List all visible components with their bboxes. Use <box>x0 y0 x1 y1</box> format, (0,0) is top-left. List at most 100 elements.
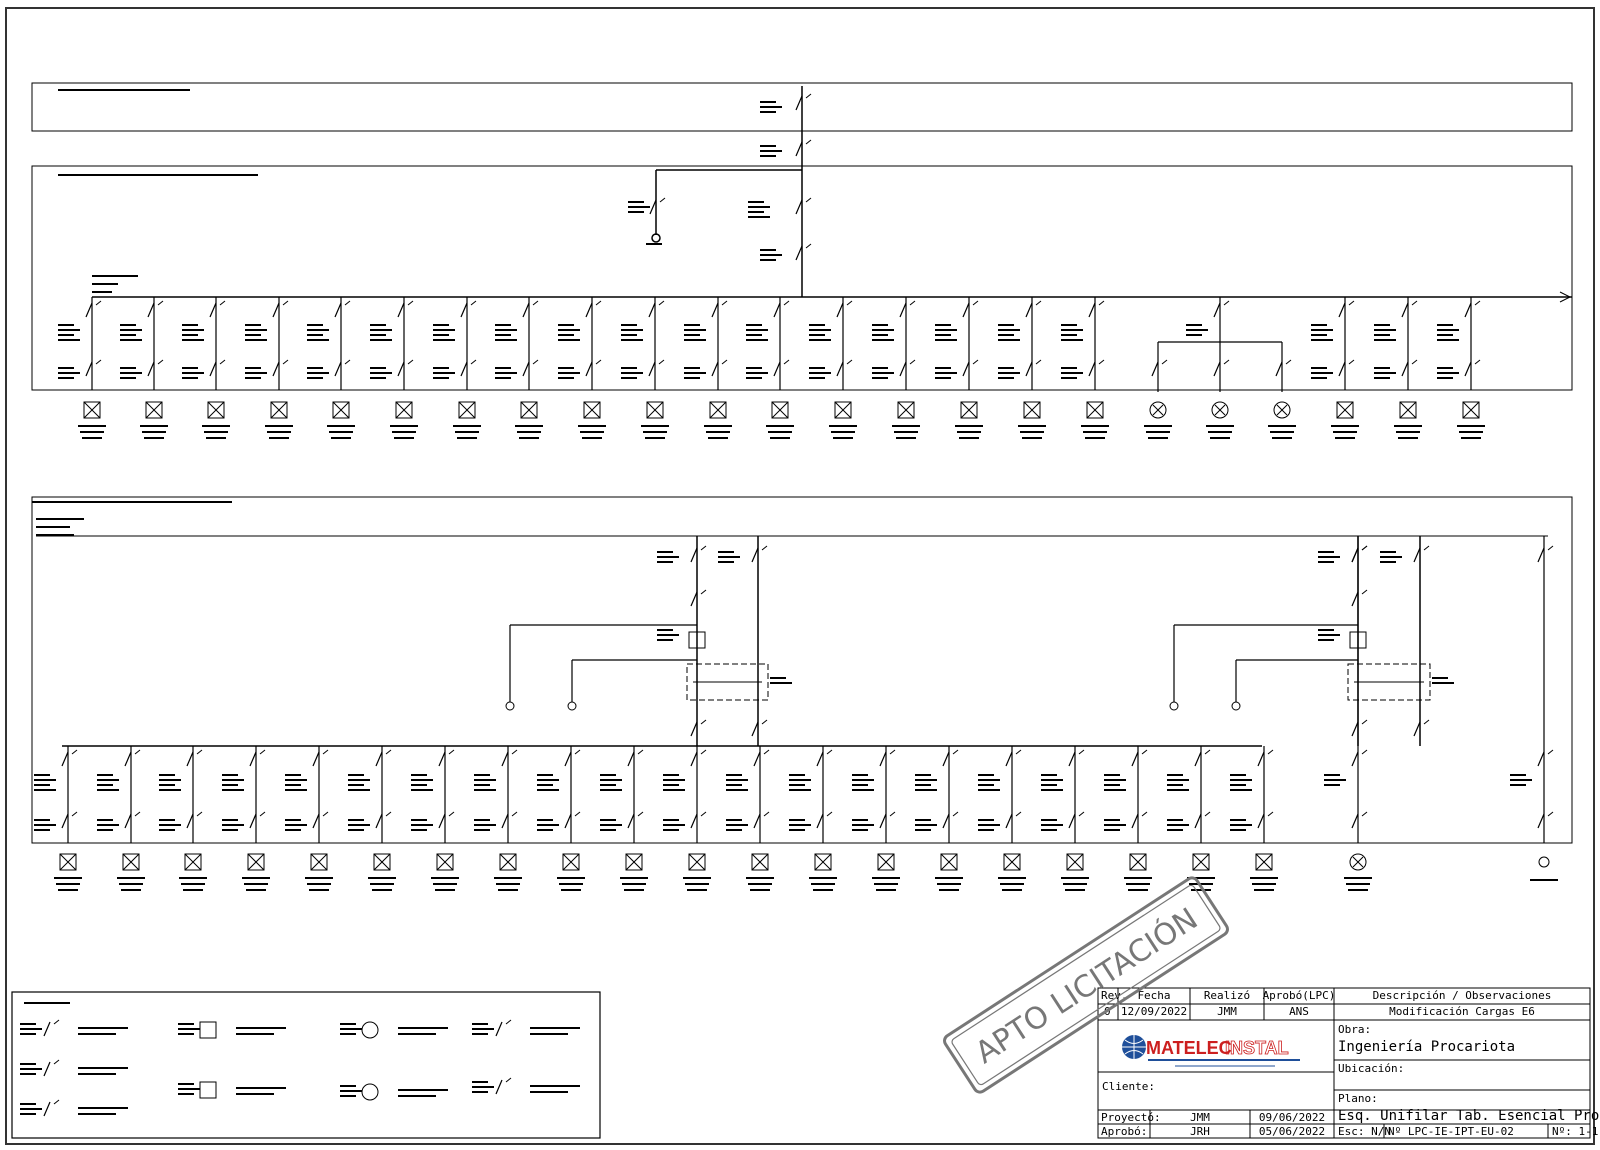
load-box-icon <box>59 853 77 871</box>
load-box-icon <box>1066 853 1084 871</box>
breaker-symbol <box>648 361 656 377</box>
breaker-symbol <box>272 361 280 377</box>
proyecto-value: JMM <box>1190 1111 1210 1124</box>
breaker-symbol <box>1338 302 1346 318</box>
breaker-trip-mark <box>470 300 477 306</box>
load-box-icon <box>625 853 643 871</box>
breaker-symbol <box>816 813 824 829</box>
proyecto-date: 09/06/2022 <box>1259 1111 1325 1124</box>
load-box-cross <box>83 401 101 419</box>
breaker-trip-mark <box>909 300 916 306</box>
breaker-symbol <box>460 361 468 377</box>
approved-header: Aprobó(LPC) <box>1263 989 1336 1002</box>
load-box-cross <box>834 401 852 419</box>
feeders-lower <box>34 536 1558 891</box>
breaker-symbol <box>648 302 656 318</box>
breaker-symbol <box>585 302 593 318</box>
breaker-trip-mark <box>972 359 979 365</box>
breaker-trip-mark <box>658 300 665 306</box>
breaker-symbol <box>690 591 698 607</box>
rev-description: Modificación Cargas E6 <box>1389 1005 1535 1018</box>
breaker-trip-mark <box>1161 359 1168 365</box>
breaker-trip-mark <box>448 811 455 817</box>
breaker-symbol <box>312 813 320 829</box>
breaker-symbol <box>1464 302 1472 318</box>
breaker-symbol <box>690 721 698 737</box>
breaker-symbol <box>773 361 781 377</box>
breaker-trip-mark <box>909 359 916 365</box>
load-box-icon <box>1399 401 1417 419</box>
transfer-switches <box>505 536 1454 746</box>
breaker-symbol <box>209 361 217 377</box>
breaker-symbol <box>879 751 887 767</box>
load-box-cross <box>1192 853 1210 871</box>
breaker-trip-mark <box>763 811 770 817</box>
breaker-trip-mark <box>1474 300 1481 306</box>
ubicacion-label: Ubicación: <box>1338 1062 1404 1075</box>
surge-icon <box>1231 701 1241 711</box>
breaker-trip-mark <box>134 749 141 755</box>
plano-value: Esq. Unifilar Tab. Esencial Procariota <box>1338 1108 1600 1124</box>
main-breaker-symbol <box>795 141 803 157</box>
breaker-symbol <box>711 302 719 318</box>
load-box-icon <box>184 853 202 871</box>
breaker-trip-mark <box>783 359 790 365</box>
breaker-trip-mark <box>53 1099 60 1105</box>
breaker-symbol <box>147 302 155 318</box>
load-box-cross <box>247 853 265 871</box>
breaker-trip-mark <box>282 359 289 365</box>
main-feeder <box>651 86 803 297</box>
lamp-cross <box>1352 856 1364 868</box>
breaker-trip-mark <box>134 811 141 817</box>
breaker-symbol <box>249 813 257 829</box>
breaker-symbol <box>1213 361 1221 377</box>
breaker-symbol <box>1351 591 1359 607</box>
breaker-trip-mark <box>219 359 226 365</box>
breaker-symbol <box>1537 751 1545 767</box>
breaker-trip-mark <box>805 197 812 203</box>
breaker-symbol <box>147 361 155 377</box>
breaker-trip-mark <box>470 359 477 365</box>
load-box-cross <box>1462 401 1480 419</box>
legend-breaker-icon <box>43 1101 51 1117</box>
breaker-symbol <box>501 813 509 829</box>
breaker-trip-mark <box>721 300 728 306</box>
bus-arrow <box>1559 291 1572 303</box>
breaker-symbol <box>962 361 970 377</box>
breaker-symbol <box>1068 751 1076 767</box>
lamp-icon <box>1349 853 1367 871</box>
breaker-trip-mark <box>1035 300 1042 306</box>
load-box-icon <box>436 853 454 871</box>
breaker-symbol <box>1131 813 1139 829</box>
load-box-cross <box>897 401 915 419</box>
breaker-symbol <box>564 751 572 767</box>
breaker-symbol <box>186 813 194 829</box>
breaker-symbol <box>1068 813 1076 829</box>
breaker-trip-mark <box>805 243 812 249</box>
breaker-symbol <box>272 302 280 318</box>
breaker-symbol <box>1537 813 1545 829</box>
lamp-cross <box>1214 404 1226 416</box>
breaker-trip-mark <box>952 811 959 817</box>
load-box-icon <box>83 401 101 419</box>
load-box-cross <box>310 853 328 871</box>
plano-label: Plano: <box>1338 1092 1378 1105</box>
breaker-symbol <box>1025 361 1033 377</box>
breaker-trip-mark <box>532 359 539 365</box>
load-box-icon <box>583 401 601 419</box>
breaker-symbol <box>397 361 405 377</box>
logo-brand-main: MATELEC <box>1146 1038 1232 1058</box>
breaker-trip-mark <box>1547 811 1554 817</box>
breaker-symbol <box>1351 547 1359 563</box>
obra-value: Ingeniería Procariota <box>1338 1039 1515 1055</box>
breaker-trip-mark <box>385 749 392 755</box>
load-box-cross <box>960 401 978 419</box>
breaker-trip-mark <box>196 749 203 755</box>
load-box-icon <box>332 401 350 419</box>
drawing-frame <box>5 7 1595 1145</box>
ups-icon <box>688 631 706 649</box>
breaker-symbol <box>753 751 761 767</box>
date-header: Fecha <box>1137 989 1170 1002</box>
load-box-icon <box>771 401 789 419</box>
breaker-symbol <box>836 361 844 377</box>
